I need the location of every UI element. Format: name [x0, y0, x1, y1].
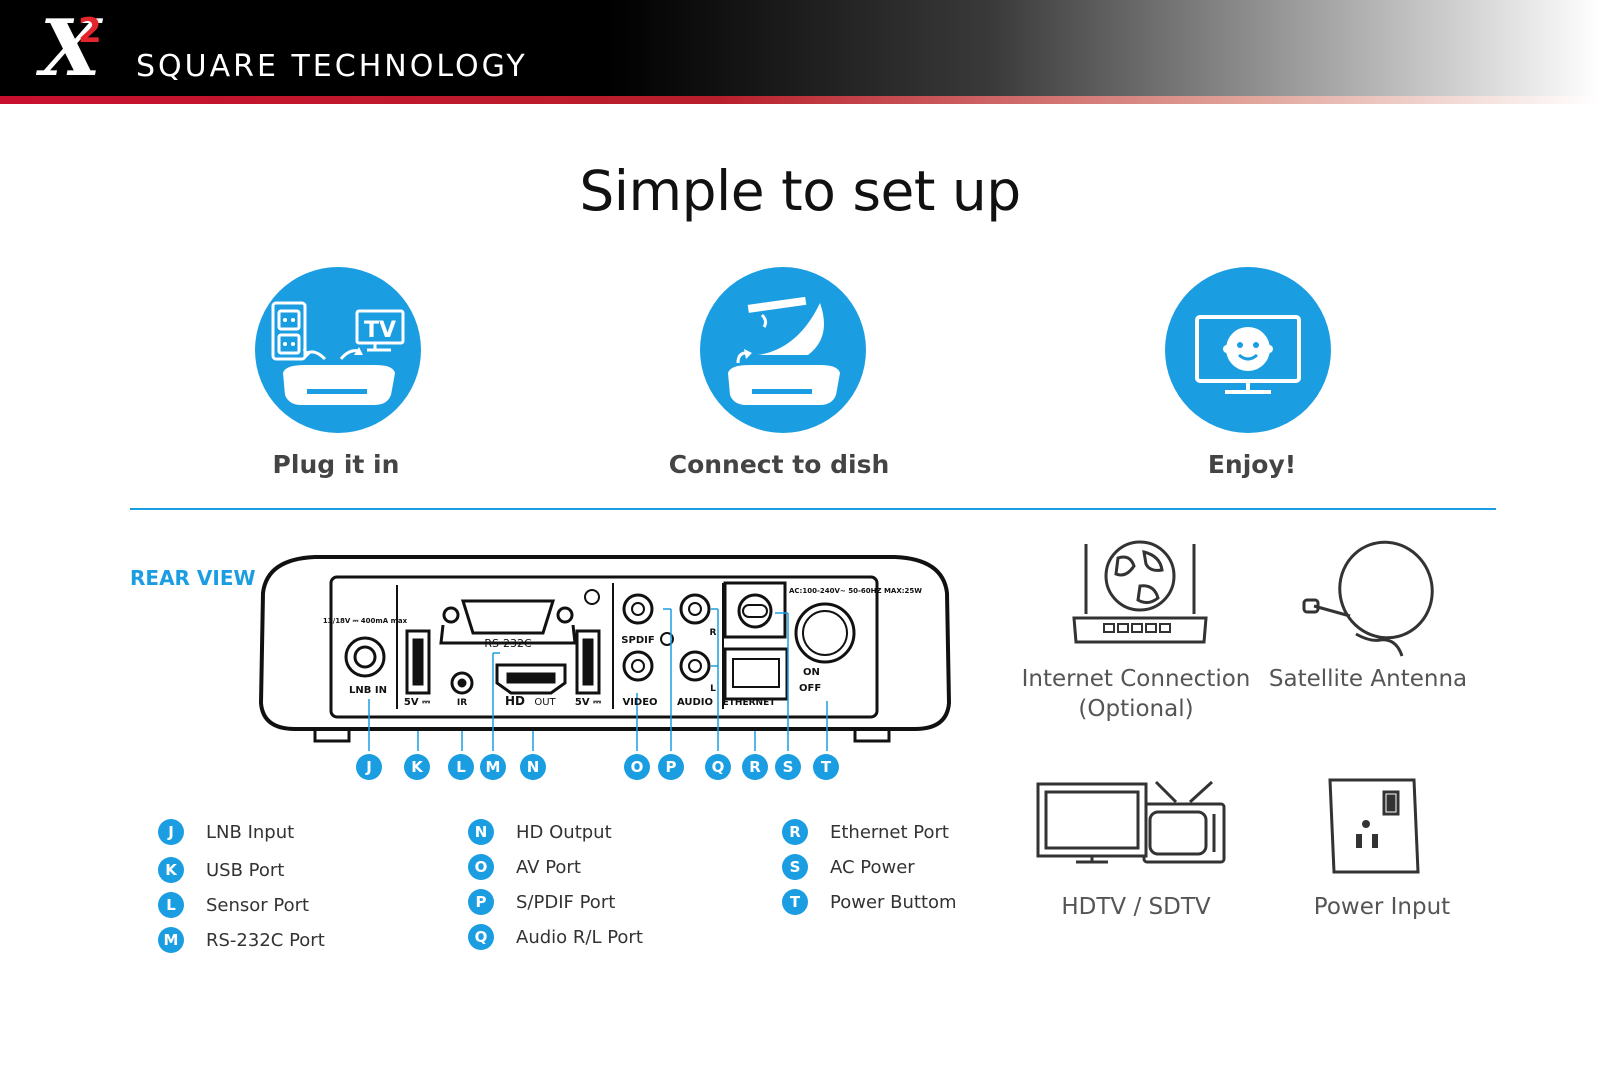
- svg-text:TV: TV: [364, 318, 396, 343]
- satellite-dish-icon: [700, 267, 866, 433]
- legend-badge: O: [468, 854, 494, 880]
- device-internet-label: Internet Connection (Optional): [1000, 664, 1272, 724]
- lnb-in-label: LNB IN: [349, 685, 387, 696]
- legend-text: RS-232C Port: [206, 929, 325, 951]
- callout-n-badge: [520, 754, 546, 780]
- callout-t-badge: [813, 754, 839, 780]
- legend-item-j: J LNB Input: [158, 818, 294, 846]
- legend-item-k: K USB Port: [158, 856, 284, 884]
- device-power-label: Power Input: [1313, 894, 1451, 920]
- out-label: OUT: [534, 697, 556, 708]
- legend-item-p: P S/PDIF Port: [468, 888, 615, 916]
- hdtv-sdtv-icon: [1036, 780, 1226, 864]
- legend-badge: S: [782, 854, 808, 880]
- legend-text: Audio R/L Port: [516, 926, 643, 948]
- callout-l: L: [456, 758, 466, 776]
- legend-text: USB Port: [206, 859, 285, 881]
- step-label-dish: Connect to dish: [668, 450, 890, 479]
- on-label: ON: [803, 667, 820, 678]
- callout-m-badge: [480, 754, 506, 780]
- legend-item-s: S AC Power: [782, 853, 915, 881]
- legend-text: AC Power: [830, 856, 915, 878]
- legend-item-t: T Power Buttom: [782, 888, 957, 916]
- audio-l-label: L: [710, 684, 716, 694]
- legend-text: Ethernet Port: [830, 821, 949, 843]
- callout-badges: [356, 754, 839, 780]
- legend-item-q: Q Audio R/L Port: [468, 923, 643, 951]
- legend-badge: N: [468, 819, 494, 845]
- device-internet-line2: (Optional): [1078, 696, 1194, 722]
- page-title: Simple to set up: [579, 159, 1021, 223]
- callout-j: J: [365, 758, 372, 776]
- legend-badge: K: [158, 857, 184, 883]
- callout-l-badge: [448, 754, 474, 780]
- section-divider: [130, 508, 1496, 510]
- spdif-label: SPDIF: [621, 635, 654, 646]
- legend-badge: T: [782, 889, 808, 915]
- legend-item-m: M RS-232C Port: [158, 926, 325, 954]
- legend-text: HD Output: [516, 821, 612, 843]
- callout-q-badge: [705, 754, 731, 780]
- legend-text: LNB Input: [206, 821, 295, 843]
- rear-view-label: REAR VIEW: [130, 566, 256, 590]
- legend-badge: L: [158, 892, 184, 918]
- smiley-tv-icon: [1165, 267, 1331, 433]
- rs232c-label: RS-232C: [484, 637, 532, 650]
- step-label-plug: Plug it in: [272, 450, 400, 479]
- power-outlet-icon: [1328, 778, 1420, 874]
- legend-badge: M: [158, 927, 184, 953]
- callout-k: K: [411, 758, 424, 776]
- legend-badge: P: [468, 889, 494, 915]
- off-label: OFF: [799, 683, 821, 694]
- lnb-spec: 13/18V ⎓ 400mA max: [323, 617, 408, 625]
- legend-text: S/PDIF Port: [516, 891, 616, 913]
- legend-badge: Q: [468, 924, 494, 950]
- legend-item-n: N HD Output: [468, 818, 612, 846]
- callout-r: R: [749, 758, 761, 776]
- callout-o: O: [631, 758, 644, 776]
- header-bar: [0, 0, 1600, 104]
- ac-spec: AC:100-240V~ 50-60HZ MAX:25W: [789, 587, 922, 595]
- callout-s: S: [783, 758, 794, 776]
- ir-label: IR: [457, 698, 467, 708]
- callout-p-badge: [658, 754, 684, 780]
- legend-badge: R: [782, 819, 808, 845]
- legend-text: Sensor Port: [206, 894, 310, 916]
- video-label: VIDEO: [622, 697, 657, 708]
- legend-text: Power Buttom: [830, 891, 957, 913]
- step-label-enjoy: Enjoy!: [1207, 450, 1297, 479]
- legend-item-o: O AV Port: [468, 853, 581, 881]
- outlet-tv-box-icon: TV: [255, 267, 421, 433]
- device-internet-line1: Internet Connection: [1021, 666, 1251, 692]
- audio-label: AUDIO: [677, 697, 713, 708]
- callout-n: N: [527, 758, 540, 776]
- callout-r-badge: [742, 754, 768, 780]
- callout-j-badge: [356, 754, 382, 780]
- ethernet-label: ETHERNET: [723, 698, 777, 708]
- logo-superscript: 2: [78, 11, 102, 51]
- usb-left-label: 5V ⎓: [404, 697, 430, 708]
- logo: X: [40, 3, 101, 94]
- receiver-rear-panel: 13/18V ⎓ 400mA max LNB IN 5V ⎓ IR RS-232…: [258, 555, 952, 780]
- callout-q: Q: [712, 758, 725, 776]
- callout-m: M: [486, 758, 501, 776]
- legend-item-r: R Ethernet Port: [782, 818, 949, 846]
- audio-r-label: R: [710, 628, 717, 638]
- brand-name: SQUARE TECHNOLOGY: [136, 49, 528, 84]
- callout-s-badge: [775, 754, 801, 780]
- device-hdtv-label: HDTV / SDTV: [1061, 894, 1211, 920]
- callout-o-badge: [624, 754, 650, 780]
- header-stripe: [0, 96, 1600, 104]
- callout-k-badge: [404, 754, 430, 780]
- legend-item-l: L Sensor Port: [158, 891, 309, 919]
- router-globe-icon: [1072, 540, 1208, 644]
- satellite-antenna-icon: [1302, 540, 1434, 657]
- callout-t: T: [821, 758, 832, 776]
- legend-badge: J: [158, 819, 184, 845]
- device-satellite-label: Satellite Antenna: [1268, 666, 1468, 692]
- usb-right-label: 5V ⎓: [575, 697, 601, 708]
- hd-label: HD: [505, 694, 525, 708]
- legend-text: AV Port: [516, 856, 581, 878]
- callout-p: P: [666, 758, 677, 776]
